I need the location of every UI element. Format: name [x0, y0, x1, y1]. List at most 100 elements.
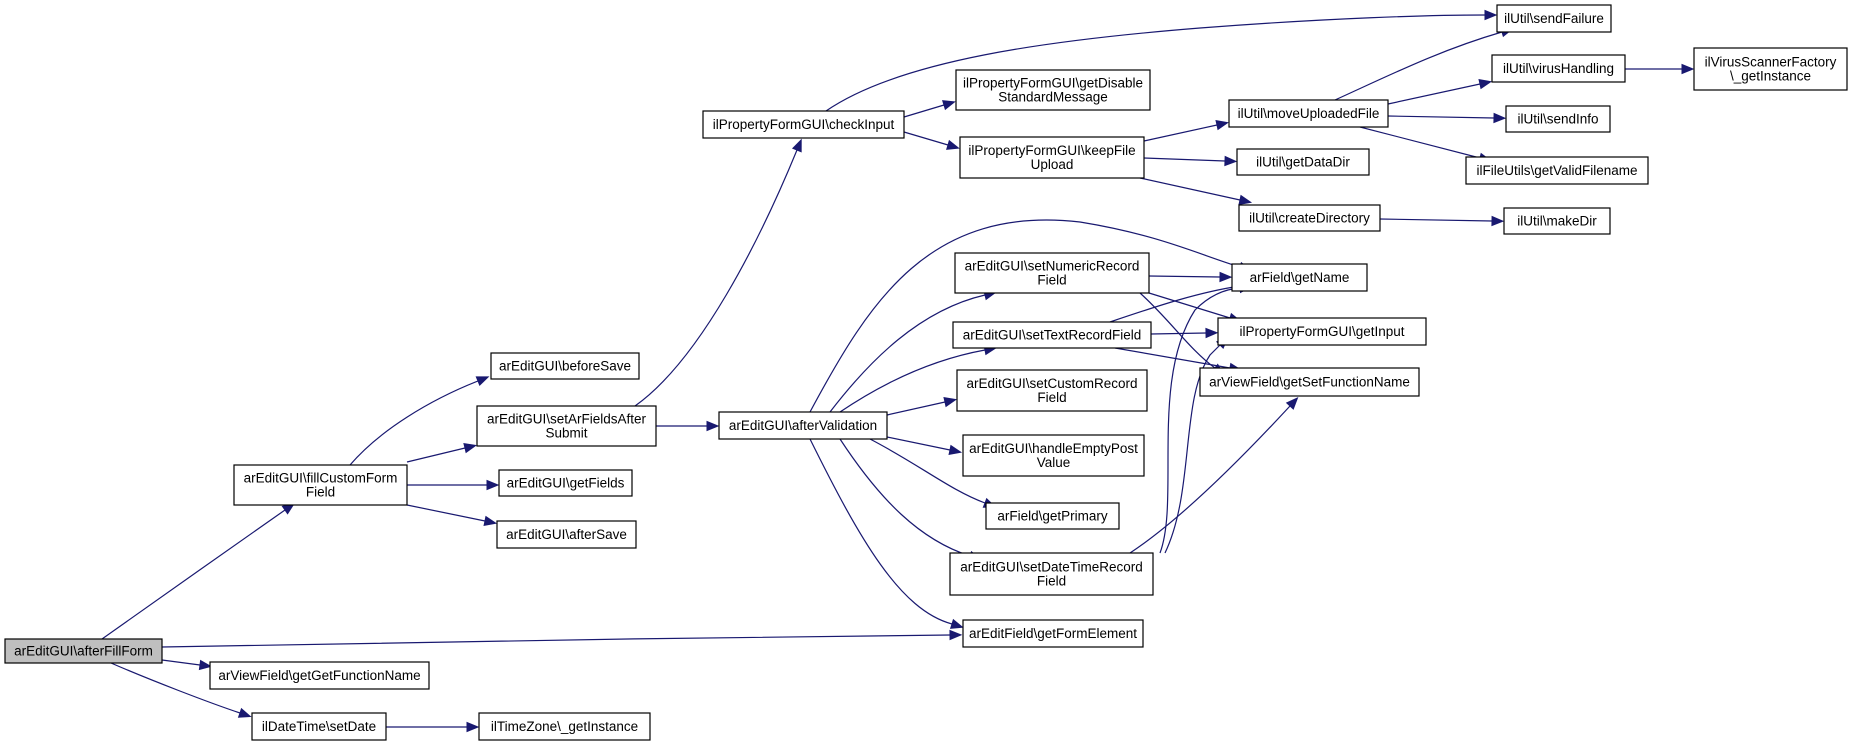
node-label: Field	[1037, 273, 1066, 288]
node-box	[1217, 317, 1427, 346]
node-label: ilPropertyFormGUI\keepFile	[968, 143, 1135, 158]
node-createDirectory[interactable]: ilUtil\createDirectory	[1238, 204, 1381, 232]
edge-line	[1164, 344, 1221, 554]
node-getFields[interactable]: arEditGUI\getFields	[498, 469, 633, 497]
edge-line	[869, 438, 986, 504]
edge-line	[809, 219, 1241, 413]
edge-keepFileUpload-to-getDataDir	[1143, 155, 1238, 167]
edge-line	[886, 436, 951, 451]
edge-line	[1159, 287, 1241, 554]
edge-line	[809, 438, 953, 625]
node-label: Submit	[545, 426, 587, 441]
edge-arrowhead	[1484, 9, 1498, 21]
node-label: ilPropertyFormGUI\getDisable	[963, 76, 1143, 91]
node-box	[1505, 105, 1611, 133]
node-getDisableStandardMessage[interactable]: ilPropertyFormGUI\getDisableStandardMess…	[955, 69, 1151, 111]
edge-line	[1148, 275, 1221, 278]
node-getPrimary[interactable]: arField\getPrimary	[985, 502, 1120, 530]
node-label: arViewField\getGetFunctionName	[218, 668, 420, 683]
edge-moveUploadedFile-to-sendFailure	[1334, 27, 1514, 101]
edge-arrowhead	[1285, 396, 1299, 410]
nodes-layer: arEditGUI\afterFillForm arEditGUI\fillCus…	[4, 4, 1848, 741]
node-label: arEditGUI\getFields	[507, 476, 625, 491]
edge-arrowhead	[1493, 112, 1507, 124]
node-box	[718, 411, 888, 440]
edge-createDirectory-to-makeDir	[1379, 215, 1505, 227]
node-box	[490, 352, 640, 380]
node-beforeSave[interactable]: arEditGUI\beforeSave	[490, 352, 640, 380]
node-label: ilUtil\createDirectory	[1249, 211, 1370, 226]
edge-arrowhead	[486, 479, 500, 491]
node-label: ilFileUtils\getValidFilename	[1476, 163, 1637, 178]
node-getInput[interactable]: ilPropertyFormGUI\getInput	[1217, 317, 1427, 346]
edge-setArFieldsAfterSubmit-to-checkInput	[634, 138, 802, 407]
node-label: ilTimeZone\_getInstance	[491, 719, 638, 734]
edge-afterValidation-to-handleEmptyPostValue	[886, 436, 963, 456]
edge-arrowhead	[1681, 63, 1695, 75]
node-box	[209, 661, 430, 690]
node-box	[1228, 99, 1389, 128]
edge-arrowhead	[198, 659, 213, 671]
node-getGetFunctionName[interactable]: arViewField\getGetFunctionName	[209, 661, 430, 690]
node-moveUploadedFile[interactable]: ilUtil\moveUploadedFile	[1228, 99, 1389, 128]
node-box	[1199, 367, 1420, 397]
node-box	[949, 552, 1154, 596]
node-tzGetInstance[interactable]: ilTimeZone\_getInstance	[478, 712, 651, 741]
edge-line	[1114, 347, 1231, 369]
edge-line	[1387, 115, 1495, 119]
node-label: arEditGUI\setCustomRecord	[966, 376, 1137, 391]
node-getSetFunctionName[interactable]: arViewField\getSetFunctionName	[1199, 367, 1420, 397]
node-box	[1693, 47, 1848, 91]
edge-virusHandling-to-virusScannerGetInstance	[1625, 63, 1695, 75]
node-getDataDir[interactable]: ilUtil\getDataDir	[1236, 148, 1370, 176]
node-sendFailure[interactable]: ilUtil\sendFailure	[1496, 4, 1612, 33]
edge-arrowhead	[942, 100, 956, 111]
edge-fillCustomFormField-to-setArFieldsAfterSubmit	[406, 443, 477, 463]
edge-arrowhead	[706, 420, 720, 432]
node-label: ilPropertyFormGUI\getInput	[1239, 324, 1404, 339]
node-label: Upload	[1031, 157, 1074, 172]
edge-line	[839, 349, 986, 413]
node-setTextRecordField[interactable]: arEditGUI\setTextRecordField	[952, 321, 1152, 349]
edge-arrowhead	[949, 629, 963, 641]
node-box	[1503, 207, 1611, 235]
node-sendInfo[interactable]: ilUtil\sendInfo	[1505, 105, 1611, 133]
node-virusHandling[interactable]: ilUtil\virusHandling	[1491, 54, 1626, 83]
edge-setDateTimeRecordField-to-getSetFunctionName	[1129, 396, 1299, 554]
node-afterFillForm[interactable]: arEditGUI\afterFillForm	[4, 638, 163, 664]
edge-arrowhead	[237, 707, 252, 718]
edge-line	[110, 662, 241, 714]
node-label: ilVirusScannerFactory	[1705, 55, 1837, 70]
node-virusScannerGetInstance[interactable]: ilVirusScannerFactory\_getInstance	[1693, 47, 1848, 91]
node-setDate[interactable]: ilDateTime\setDate	[251, 712, 387, 741]
node-checkInput[interactable]: ilPropertyFormGUI\checkInput	[702, 110, 905, 139]
edge-checkInput-to-sendFailure	[825, 9, 1498, 112]
edge-afterValidation-to-setDateTimeRecordField	[839, 438, 982, 561]
node-label: arEditGUI\setTextRecordField	[963, 328, 1142, 343]
edge-arrowhead	[943, 396, 958, 408]
edge-arrowhead	[1491, 215, 1505, 227]
edge-line	[634, 149, 798, 407]
node-box	[962, 434, 1145, 477]
node-afterSave[interactable]: arEditGUI\afterSave	[496, 520, 637, 549]
node-getFormElement[interactable]: arEditField\getFormElement	[962, 619, 1144, 648]
edge-fillCustomFormField-to-afterSave	[406, 504, 498, 527]
node-getValidFilename[interactable]: ilFileUtils\getValidFilename	[1465, 156, 1649, 185]
node-box	[1491, 54, 1626, 83]
node-label: arEditGUI\afterSave	[506, 527, 627, 542]
node-afterValidation[interactable]: arEditGUI\afterValidation	[718, 411, 888, 440]
node-box	[476, 405, 657, 447]
node-getName[interactable]: arField\getName	[1231, 263, 1368, 292]
edge-line	[406, 504, 486, 522]
edge-setTextRecordField-to-getInput	[1150, 327, 1219, 339]
edge-fillCustomFormField-to-beforeSave	[349, 376, 490, 466]
edge-arrowhead	[949, 618, 964, 629]
node-makeDir[interactable]: ilUtil\makeDir	[1503, 207, 1611, 235]
